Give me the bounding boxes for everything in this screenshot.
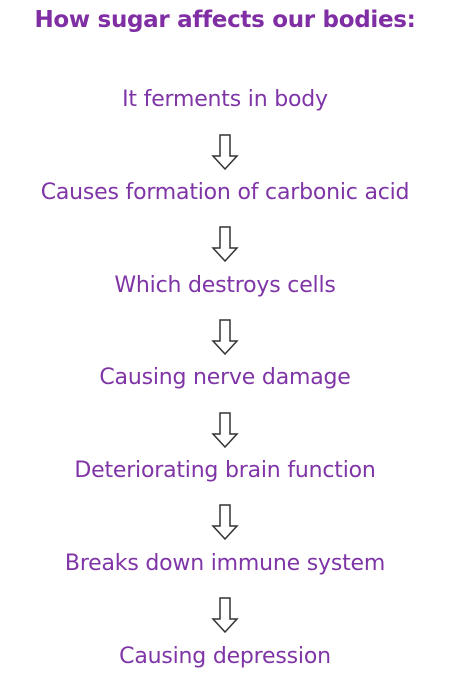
step-1: It ferments in body (122, 87, 328, 112)
step-6: Breaks down immune system (64, 551, 386, 576)
step-2: Causes formation of carbonic acid (40, 180, 410, 205)
down-arrow-icon (211, 597, 239, 633)
step-4: Causing nerve damage (99, 365, 351, 390)
down-arrow-icon (211, 504, 239, 540)
down-arrow-icon (211, 319, 239, 355)
step-7: Causing depression (119, 644, 331, 669)
down-arrow-icon (211, 134, 239, 170)
down-arrow-icon (211, 412, 239, 448)
diagram-title: How sugar affects our bodies: (34, 7, 416, 33)
step-3: Which destroys cells (114, 273, 336, 298)
down-arrow-icon (211, 226, 239, 262)
step-5: Deteriorating brain function (74, 458, 376, 483)
